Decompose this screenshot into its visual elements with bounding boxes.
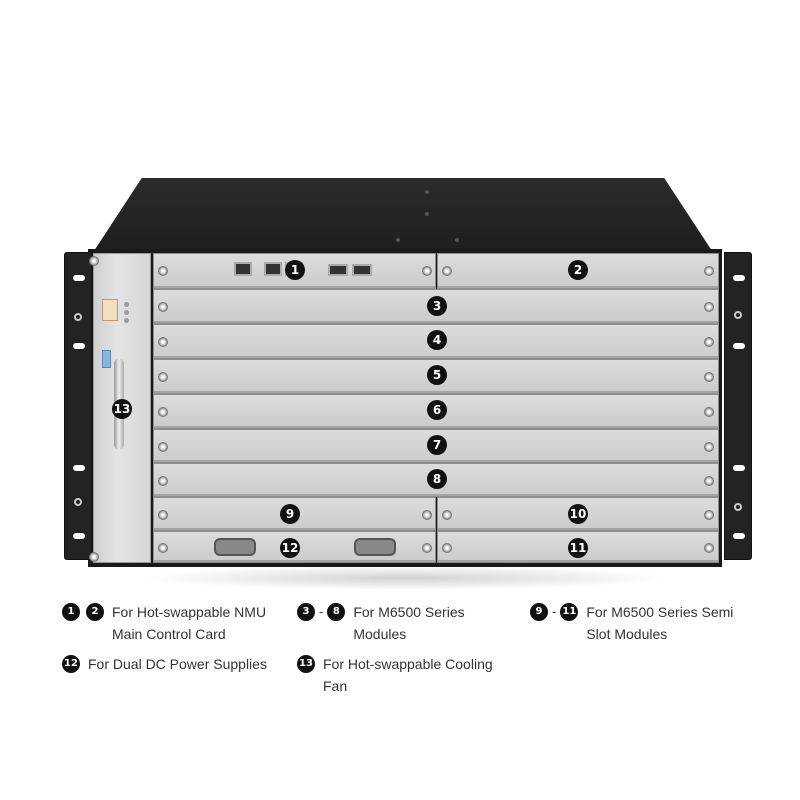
legend-text-line: Modules xyxy=(353,626,407,642)
callout-2: 2 xyxy=(568,260,588,280)
legend-marker: 2 xyxy=(86,603,104,621)
legend-text-line: For Dual DC Power Supplies xyxy=(88,656,267,672)
chassis-top-cover xyxy=(92,178,714,254)
power-connector xyxy=(354,538,396,556)
legend-text: For Dual DC Power Supplies xyxy=(88,653,267,675)
callout-6: 6 xyxy=(427,400,447,420)
left-rack-ear xyxy=(64,252,92,560)
legend-text-line: For M6500 Series xyxy=(353,604,465,620)
legend-text: For M6500 Series Semi Slot Modules xyxy=(586,601,733,645)
legend-marker: 11 xyxy=(560,603,579,621)
ethernet-port xyxy=(234,262,252,276)
callout-3: 3 xyxy=(427,296,447,316)
legend-item-nmu: 1 2 For Hot-swappable NMU Main Control C… xyxy=(62,601,292,645)
legend-item-semi-slot: 9 - 11 For M6500 Series Semi Slot Module… xyxy=(530,601,760,645)
lid-rivet xyxy=(455,238,459,242)
callout-5: 5 xyxy=(427,365,447,385)
callout-10: 10 xyxy=(568,504,588,524)
callout-1: 1 xyxy=(285,260,305,280)
sfp-port xyxy=(328,264,348,276)
legend-text: For M6500 Series Modules xyxy=(353,601,464,645)
sfp-port xyxy=(352,264,372,276)
lid-rivet xyxy=(425,212,429,216)
slot-9 xyxy=(153,497,436,531)
legend-text-line: For Hot-swappable Cooling xyxy=(323,656,493,672)
callout-9: 9 xyxy=(280,504,300,524)
fan-sticker xyxy=(102,350,111,368)
legend-text-line: For M6500 Series Semi xyxy=(586,604,734,620)
chassis-shadow xyxy=(140,566,670,590)
callout-4: 4 xyxy=(427,330,447,350)
legend-text-line: For Hot-swappable NMU xyxy=(112,604,267,620)
chassis-image: 1 2 3 4 5 6 7 8 9 10 11 12 13 xyxy=(64,178,752,590)
legend-marker: 3 xyxy=(297,603,315,621)
legend-marker: 8 xyxy=(327,603,346,621)
legend-item-modules: 3 - 8 For M6500 Series Modules xyxy=(297,601,507,645)
legend-marker: 1 xyxy=(62,603,80,621)
warning-label xyxy=(102,299,118,321)
callout-13: 13 xyxy=(112,399,132,419)
legend-range-dash: - xyxy=(319,604,324,619)
power-connector xyxy=(214,538,256,556)
right-rack-ear xyxy=(724,252,752,560)
legend-marker: 12 xyxy=(62,655,80,673)
legend-marker: 9 xyxy=(530,603,548,621)
legend-text-line: Slot Modules xyxy=(586,626,668,642)
callout-7: 7 xyxy=(427,435,447,455)
legend-range-dash: - xyxy=(552,604,557,619)
legend-item-cooling-fan: 13 For Hot-swappable Cooling Fan xyxy=(297,653,527,697)
legend-text-line: Fan xyxy=(323,678,348,694)
legend-item-power: 12 For Dual DC Power Supplies xyxy=(62,653,292,675)
legend-text: For Hot-swappable Cooling Fan xyxy=(323,653,493,697)
lid-rivet xyxy=(425,190,429,194)
callout-11: 11 xyxy=(568,538,588,558)
legend-text-line: Main Control Card xyxy=(112,626,226,642)
lid-rivet xyxy=(396,238,400,242)
ethernet-port xyxy=(264,262,282,276)
legend-marker: 13 xyxy=(297,655,315,673)
slot-12-power-supplies xyxy=(153,531,436,563)
callout-8: 8 xyxy=(427,469,447,489)
callout-12: 12 xyxy=(280,538,300,558)
legend-text: For Hot-swappable NMU Main Control Card xyxy=(112,601,266,645)
fan-status-leds xyxy=(124,302,140,326)
